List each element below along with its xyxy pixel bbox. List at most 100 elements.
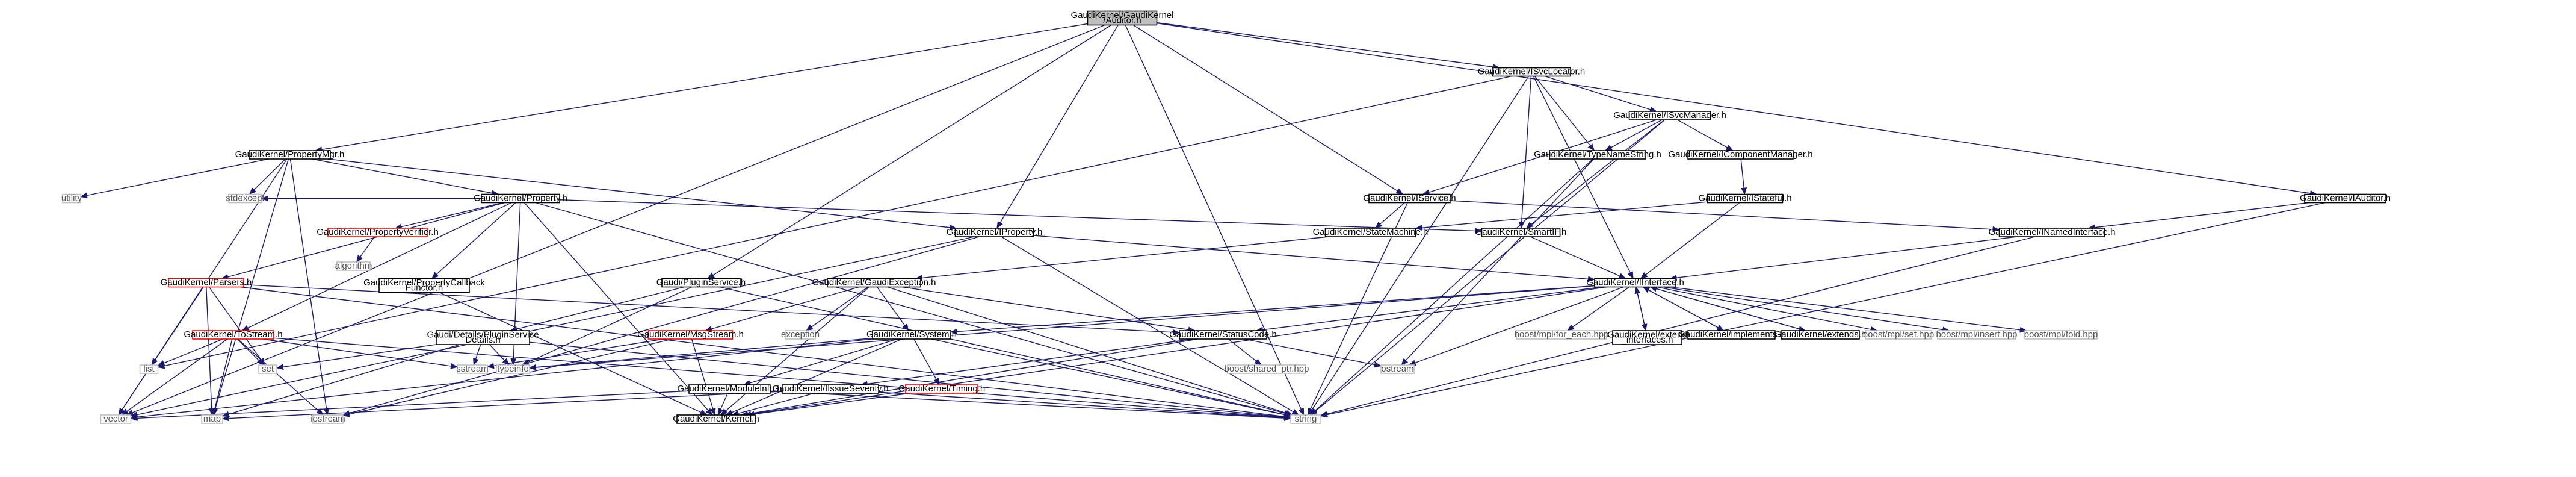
node-iproperty[interactable]: GaudiKernel/IProperty.h <box>947 227 1043 237</box>
edge-tostream-to-iostream <box>237 338 324 416</box>
edge-iservice-to-statemachine <box>1374 202 1405 229</box>
node-label-propverifier: GaudiKernel/PropertyVerifier.h <box>317 227 439 237</box>
node-iauditor[interactable]: GaudiKernel/IAuditor.h <box>2300 193 2391 204</box>
node-moduleinfo[interactable]: GaudiKernel/ModuleInfo.h <box>677 384 782 394</box>
node-label-iauditor: GaudiKernel/IAuditor.h <box>2300 193 2391 204</box>
node-label-extendinterfaces: _interfaces.h <box>1621 335 1673 345</box>
node-extendinterfaces[interactable]: GaudiKernel/extend_interfaces.h <box>1607 329 1687 345</box>
node-audtool[interactable]: GaudiKernel/GaudiKernel/Auditor.h <box>1071 10 1174 26</box>
node-box-statuscode <box>1179 330 1267 340</box>
edge-tostream-to-sstream <box>262 338 458 369</box>
node-istateful[interactable]: GaudiKernel/IStateful.h <box>1698 193 1791 204</box>
node-box-map <box>201 414 223 424</box>
node-label-system: GaudiKernel/System.h <box>866 329 957 340</box>
node-parsers[interactable]: GaudiKernel/Parsers.h <box>161 278 252 288</box>
node-label-extends: GaudiKernel/extends.h <box>1774 329 1867 340</box>
edge-tostream-to-list <box>157 338 223 366</box>
edge-iproperty-to-iinterface <box>1033 235 1595 282</box>
node-label-mplinsert: boost/mpl/insert.hpp <box>1936 329 2017 340</box>
edge-gaudiexception-to-string <box>887 286 1293 416</box>
node-label-iservice: GaudiKernel/IService.h <box>1363 193 1456 204</box>
edge-pluginsvcdetails-to-typeinfo <box>489 344 510 366</box>
node-map: map <box>201 414 223 424</box>
node-label-pluginsvcdetails: Gaudi/Details/PluginService <box>427 329 539 340</box>
edge-property-to-parsers <box>221 202 505 280</box>
node-box-mplfold <box>2024 330 2098 340</box>
node-svcmanager[interactable]: GaudiKernel/ISvcManager.h <box>1613 110 1726 120</box>
node-compmanager[interactable]: GaudiKernel/IComponentManager.h <box>1668 149 1812 160</box>
node-box-extendinterfaces <box>1612 330 1682 345</box>
node-mplforeach: boost/mpl/for_each.hpp <box>1515 329 1609 340</box>
node-label-list: list <box>143 364 155 374</box>
edge-timing-to-kernel <box>747 393 910 417</box>
node-label-string: string <box>1295 414 1317 424</box>
node-label-propmgr: GaudiKernel/PropertyMgr.h <box>235 149 345 160</box>
edge-system-to-kernel <box>725 338 903 416</box>
node-box-iservice <box>1368 193 1451 204</box>
edge-property-to-string <box>535 202 1292 416</box>
node-issueseverity[interactable]: GaudiKernel/IIssueSeverity.h <box>772 384 888 394</box>
edge-moduleinfo-to-string <box>770 390 1291 422</box>
edge-moduleinfo-to-vector <box>130 390 690 422</box>
node-msgstream[interactable]: GaudiKernel/MsgStream.h <box>637 329 744 340</box>
node-iservice[interactable]: GaudiKernel/IService.h <box>1363 193 1456 204</box>
edge-propmgr-to-map <box>212 158 289 416</box>
node-box-iauditor <box>2304 193 2386 204</box>
node-label-ostream: ostream <box>1381 364 1413 374</box>
edge-iinterface-to-mplinsert <box>1663 286 1950 333</box>
edge-gaudiexception-to-system <box>877 287 909 331</box>
node-label-sstream: sstream <box>456 364 488 374</box>
node-label-typeinfo: typeinfo <box>497 364 529 374</box>
node-pluginservice[interactable]: Gaudi/PluginService.h <box>656 278 746 288</box>
node-inamedinterface[interactable]: GaudiKernel/INamedInterface.h <box>1989 227 2116 237</box>
node-statuscode[interactable]: GaudiKernel/StatusCode.h <box>1169 329 1276 340</box>
node-label-statuscode: GaudiKernel/StatusCode.h <box>1169 329 1276 340</box>
node-box-typenamestring <box>1549 150 1646 160</box>
node-property[interactable]: GaudiKernel/Property.h <box>474 193 567 204</box>
node-label-inamedinterface: GaudiKernel/INamedInterface.h <box>1989 227 2116 237</box>
node-timing[interactable]: GaudiKernel/Timing.h <box>898 384 986 394</box>
edge-audtool-to-string <box>1125 25 1305 416</box>
edge-iservice-to-string <box>1307 202 1408 416</box>
node-box-mplinsert <box>1937 330 2016 340</box>
node-propmgr[interactable]: GaudiKernel/PropertyMgr.h <box>235 149 345 160</box>
node-label-audtool: /Auditor.h <box>1103 15 1141 25</box>
node-statemachine[interactable]: GaudiKernel/StateMachine.h <box>1313 227 1429 237</box>
node-smartif[interactable]: GaudiKernel/SmartIF.h <box>1475 227 1567 237</box>
edge-gaudiexception-to-statuscode <box>902 286 1196 333</box>
edge-propmgr-to-utility <box>80 158 269 199</box>
node-box-property <box>481 193 560 204</box>
node-iinterface[interactable]: GaudiKernel/IInterface.h <box>1586 278 1684 288</box>
edge-svclocator-to-typenamestring <box>1534 76 1595 151</box>
edge-extends-to-iinterface <box>1649 285 1806 331</box>
edge-svclocator-to-iinterface <box>1533 76 1634 279</box>
node-box-inamedinterface <box>1998 228 2105 237</box>
node-box-iproperty <box>954 228 1034 237</box>
edge-svclocator-to-smartif <box>1518 76 1532 229</box>
node-box-compmanager <box>1687 150 1794 160</box>
node-sharedptr: boost/shared_ptr.hpp <box>1225 364 1309 374</box>
node-kernel[interactable]: GaudiKernel/Kernel.h <box>673 414 759 424</box>
node-tostream[interactable]: GaudiKernel/ToStream.h <box>184 329 282 340</box>
node-box-sharedptr <box>1227 364 1306 374</box>
edge-statuscode-to-kernel <box>741 338 1198 417</box>
node-svclocator[interactable]: GaudiKernel/ISvcLocator.h <box>1478 67 1585 77</box>
node-label-gaudiexception: GaudiKernel/GaudiException.h <box>812 278 936 288</box>
edge-property-to-propverifier <box>394 202 503 230</box>
node-label-iproperty: GaudiKernel/IProperty.h <box>947 227 1043 237</box>
edge-svcmanager-to-compmanager <box>1677 119 1734 151</box>
node-box-timing <box>905 384 978 394</box>
node-stdexcept: stdexcept <box>226 193 265 204</box>
node-system[interactable]: GaudiKernel/System.h <box>866 329 957 340</box>
node-set: set <box>258 364 277 374</box>
node-gaudiexception[interactable]: GaudiKernel/GaudiException.h <box>812 278 936 288</box>
node-propverifier[interactable]: GaudiKernel/PropertyVerifier.h <box>317 227 439 237</box>
node-typenamestring[interactable]: GaudiKernel/TypeNameString.h <box>1534 149 1661 160</box>
edge-iinterface-to-system <box>950 285 1595 335</box>
node-implements[interactable]: GaudiKernel/implements.h <box>1678 329 1785 340</box>
node-extends[interactable]: GaudiKernel/extends.h <box>1774 329 1867 340</box>
node-box-stdexcept <box>228 193 262 204</box>
